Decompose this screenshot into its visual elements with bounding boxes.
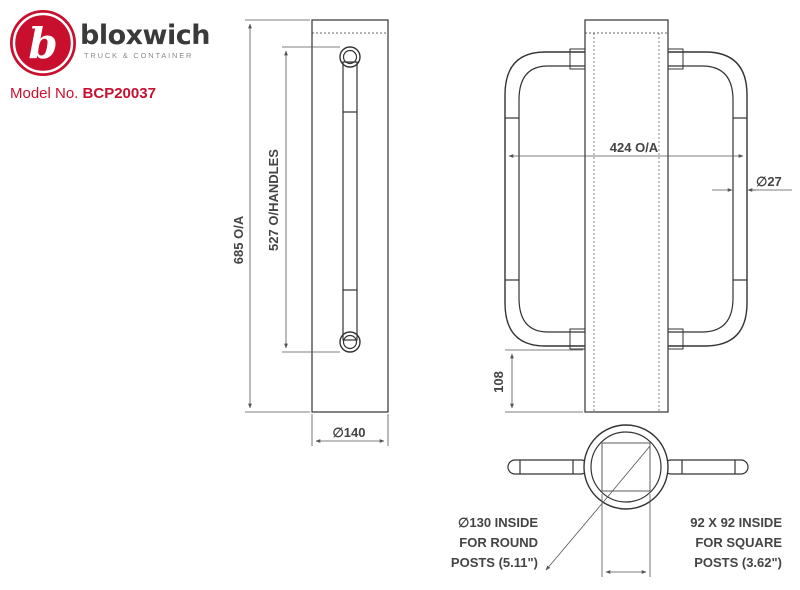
top-collar-outer (583, 424, 669, 510)
square-post-note: 92 X 92 INSIDE FOR SQUARE POSTS (3.62") (690, 515, 782, 570)
side-dimensions (245, 19, 389, 446)
square-note-line-1: 92 X 92 INSIDE (690, 515, 782, 530)
square-note-line-3: POSTS (3.62") (694, 555, 782, 570)
round-note-line-2: FOR ROUND (459, 535, 538, 550)
round-note-line-1: ∅130 INSIDE (458, 515, 538, 530)
handles-height-label: 527 O/HANDLES (266, 149, 281, 251)
brand-logo: b (10, 10, 76, 76)
front-handle-right-inner (668, 65, 734, 333)
model-number: Model No. BCP20037 (10, 85, 156, 102)
round-post-note: ∅130 INSIDE FOR ROUND POSTS (5.11") (451, 515, 538, 570)
brand-tagline: TRUCK & CONTAINER (84, 51, 194, 60)
brand-name: bloxwich (80, 20, 210, 51)
square-note-line-2: FOR SQUARE (695, 535, 782, 550)
logo-circle (10, 10, 76, 76)
round-note-line-3: POSTS (5.11") (451, 555, 538, 570)
top-square-socket (601, 442, 651, 492)
top-view (507, 424, 749, 510)
front-handle-left-inner (518, 65, 585, 333)
top-dimensions (545, 445, 651, 577)
side-handle-bar (342, 61, 358, 341)
side-handle-top (339, 46, 361, 68)
front-body (584, 19, 669, 413)
model-value: BCP20037 (82, 85, 156, 102)
base-offset-label: 108 (491, 371, 506, 393)
top-collar-inner (590, 431, 662, 503)
logo-letter: b (28, 19, 57, 68)
front-handle-left-outer (504, 51, 585, 347)
overall-height-label: 685 O/A (231, 215, 246, 264)
overall-width-label: 424 O/A (610, 140, 659, 155)
side-handle-bottom (339, 331, 361, 353)
bar-diameter-label: ∅27 (756, 174, 782, 189)
front-handle-right-outer (668, 51, 748, 347)
front-view (504, 19, 748, 413)
side-view (311, 19, 389, 413)
front-dimensions (505, 154, 792, 413)
diameter-label: ∅140 (332, 425, 365, 440)
side-body (311, 19, 389, 413)
model-label: Model No. (10, 85, 79, 102)
